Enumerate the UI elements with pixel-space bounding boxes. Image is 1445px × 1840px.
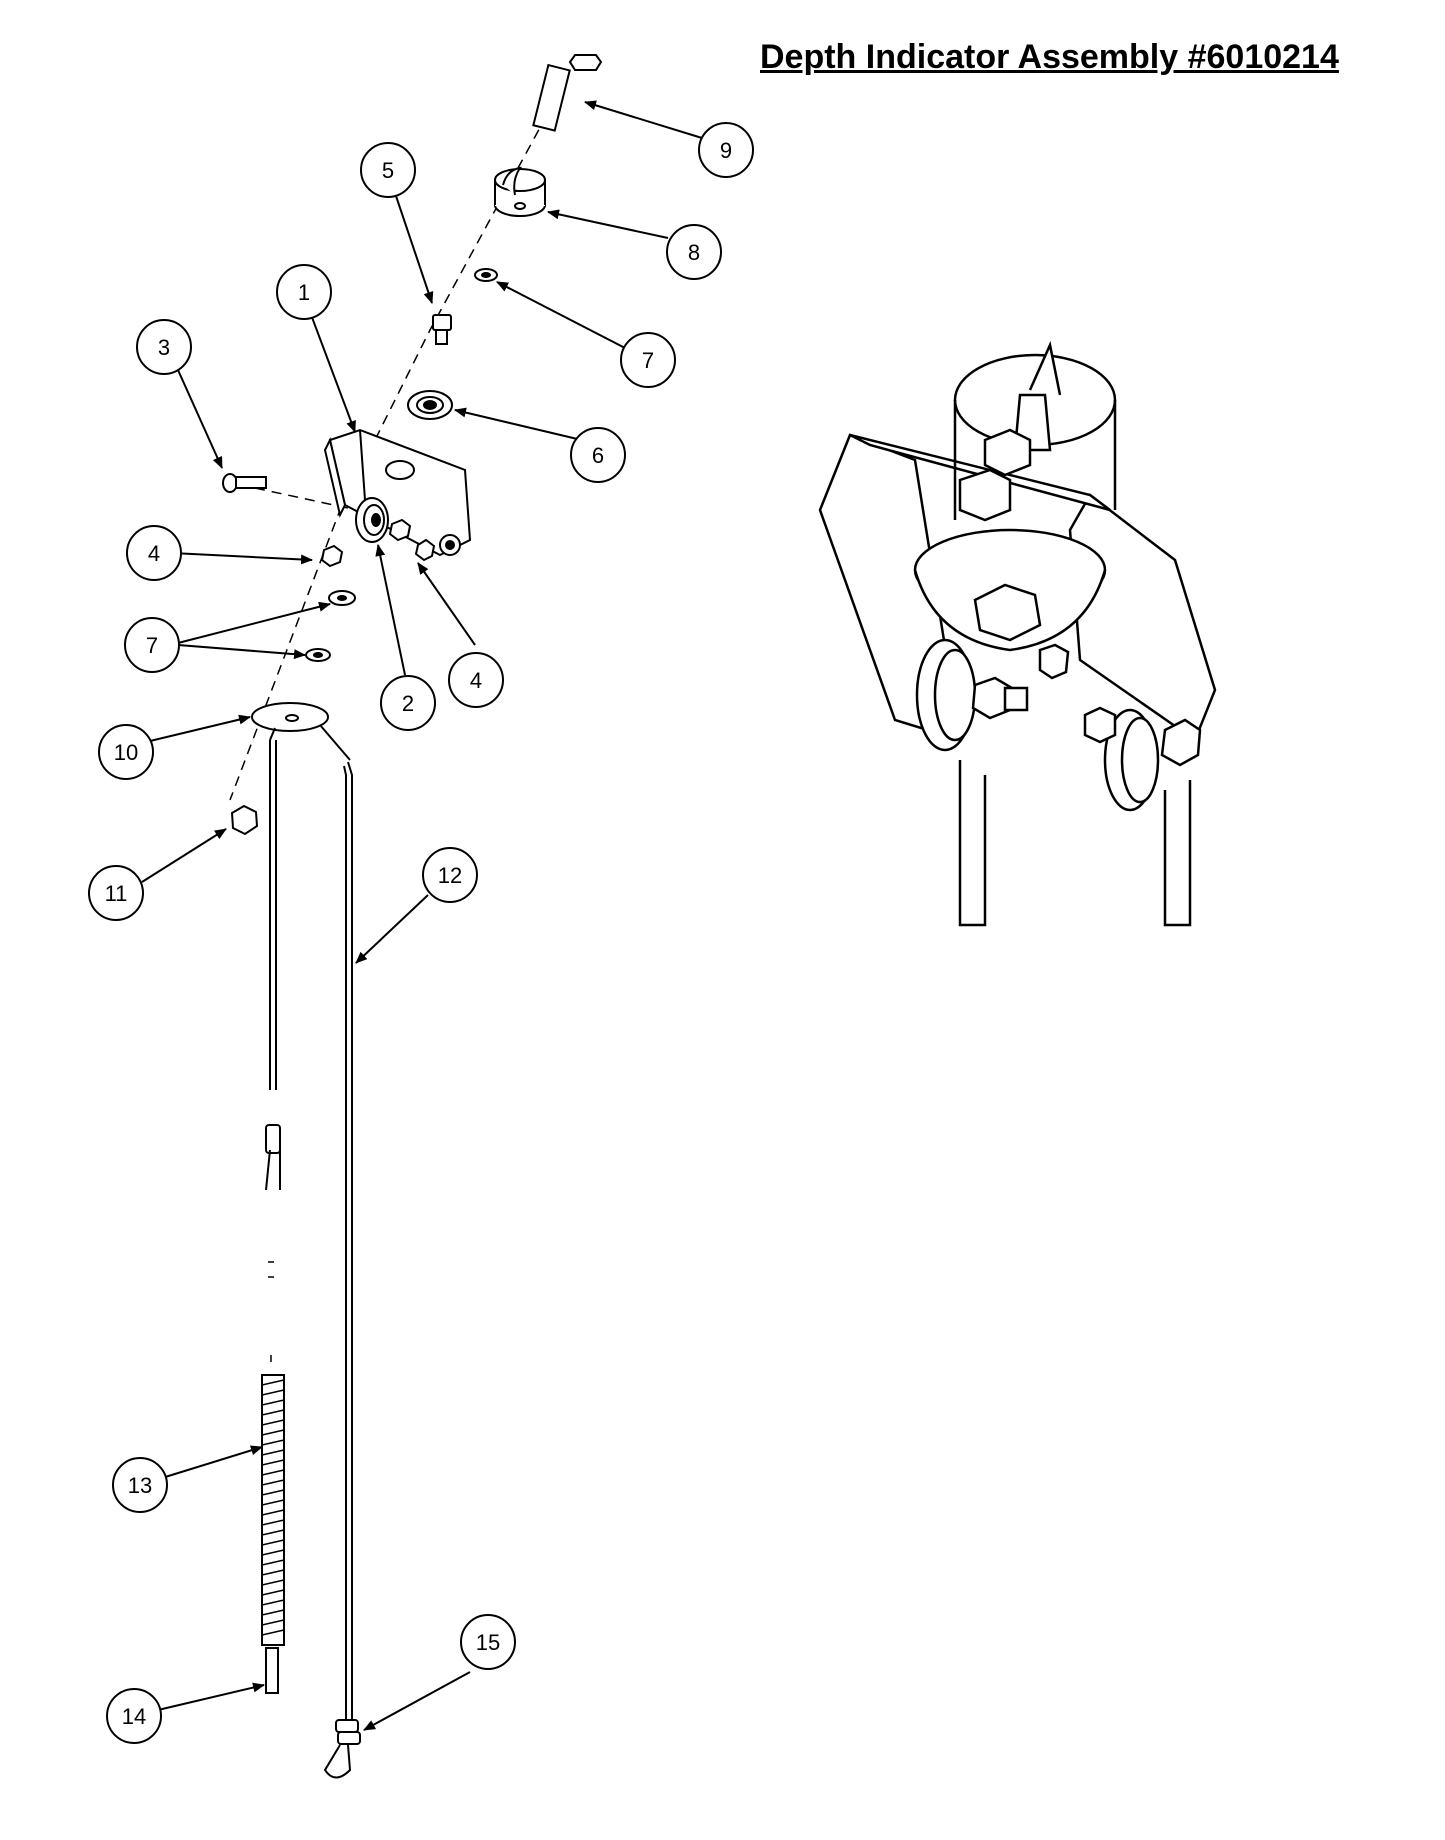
- callout-6: 6: [570, 427, 626, 483]
- svg-text:7: 7: [146, 633, 158, 658]
- svg-text:9: 9: [720, 138, 732, 163]
- part-4-nut-b: [388, 518, 412, 542]
- part-13-spring: [261, 1374, 285, 1646]
- svg-text:14: 14: [122, 1704, 146, 1729]
- part-15-clamp: [323, 1719, 361, 1779]
- svg-text:8: 8: [688, 240, 700, 265]
- svg-text:13: 13: [128, 1473, 152, 1498]
- callout-14: 14: [106, 1688, 162, 1744]
- svg-text:11: 11: [105, 881, 128, 906]
- part-3-bolt: [222, 473, 267, 493]
- callout-7-upper: 7: [620, 332, 676, 388]
- svg-text:3: 3: [158, 335, 170, 360]
- callout-8: 8: [666, 224, 722, 280]
- callout-1: 1: [276, 264, 332, 320]
- callout-2: 2: [380, 675, 436, 731]
- part-12-rod: [343, 761, 353, 1743]
- part-9-bolt: [532, 54, 603, 132]
- callout-4-right: 4: [448, 652, 504, 708]
- svg-text:5: 5: [382, 158, 394, 183]
- callout-11: 11: [88, 865, 144, 921]
- svg-text:4: 4: [470, 668, 482, 693]
- part-4-nut-a: [320, 544, 344, 568]
- part-5-bolt: [432, 314, 452, 345]
- assembly-centerline: [229, 99, 556, 801]
- break-marks: [268, 1261, 274, 1362]
- part-6-bearing: [407, 390, 453, 420]
- svg-text:2: 2: [402, 691, 414, 716]
- part-1-bracket: [323, 428, 472, 557]
- callout-5: 5: [360, 142, 416, 198]
- assembled-detail-view: [818, 340, 1217, 927]
- part-4-nut-c: [414, 538, 436, 562]
- callout-4-left: 4: [126, 525, 182, 581]
- svg-text:7: 7: [642, 348, 654, 373]
- svg-text:1: 1: [298, 280, 310, 305]
- part-7-washer-lower-b: [305, 648, 331, 662]
- part-8-collar: [494, 166, 546, 217]
- svg-text:10: 10: [114, 740, 138, 765]
- callout-7-lower: 7: [124, 617, 180, 673]
- part-2-pulley: [355, 497, 389, 543]
- part-14-clip: [265, 1647, 279, 1694]
- svg-text:6: 6: [592, 443, 604, 468]
- part-11-nut: [230, 804, 259, 836]
- diagram-title: Depth Indicator Assembly #6010214: [760, 38, 1339, 76]
- part-7-washer-upper: [474, 268, 498, 282]
- callout-leaders: [141, 100, 703, 1731]
- callout-13: 13: [112, 1457, 168, 1513]
- svg-text:4: 4: [148, 541, 160, 566]
- svg-text:12: 12: [438, 863, 462, 888]
- callout-12: 12: [422, 847, 478, 903]
- cable-upper: [265, 740, 281, 1191]
- exploded-view: [222, 54, 603, 1779]
- callout-3: 3: [136, 319, 192, 375]
- callout-9: 9: [698, 122, 754, 178]
- svg-text:15: 15: [476, 1630, 500, 1655]
- part-7-washer-lower-a: [328, 590, 356, 606]
- part-10-plate: [251, 702, 351, 761]
- callout-10: 10: [98, 724, 154, 780]
- callout-15: 15: [460, 1614, 516, 1670]
